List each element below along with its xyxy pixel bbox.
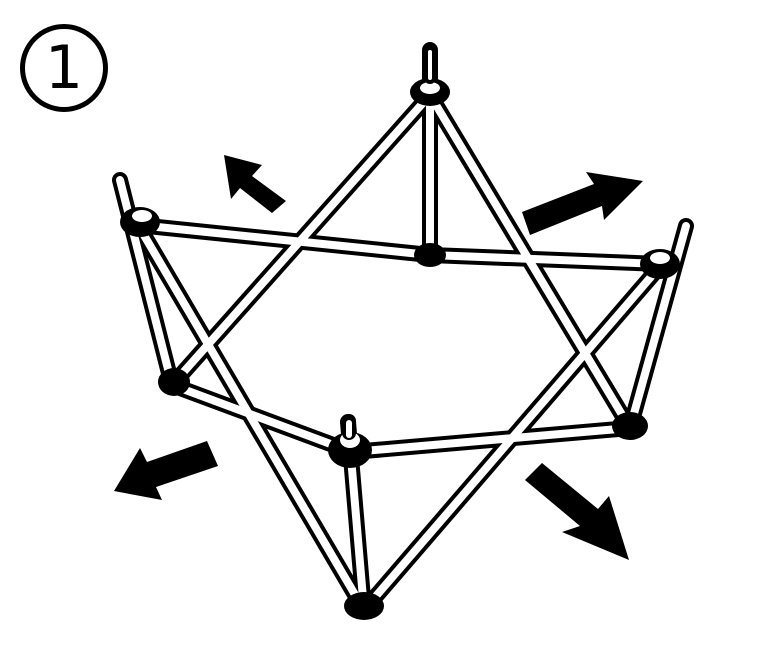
- step-number-badge: 1: [20, 24, 108, 112]
- arrow-down-right-icon: [525, 463, 629, 560]
- left-lower-joint: [158, 368, 190, 396]
- step-number: 1: [44, 33, 84, 103]
- right-lower-joint: [612, 412, 648, 440]
- left-hub-joint: [120, 207, 160, 237]
- frame-poles: [112, 42, 694, 618]
- arrow-down-left-icon: [114, 441, 218, 500]
- frame-joints: [120, 44, 680, 620]
- arrow-up-left-icon: [224, 155, 286, 213]
- top-hub-joint: [410, 44, 450, 106]
- front-hub-joint: [328, 414, 372, 468]
- center-hub-joint: [414, 243, 446, 267]
- bottom-hub-joint: [344, 592, 384, 620]
- right-hub-joint: [640, 249, 680, 279]
- arrow-up-right-icon: [522, 172, 643, 235]
